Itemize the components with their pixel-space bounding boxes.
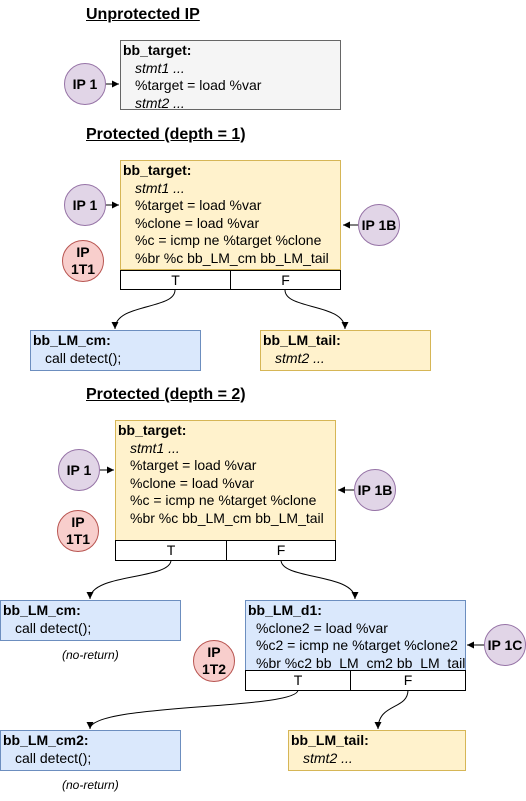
code-line: %c = icmp ne %target %clone: [135, 232, 322, 248]
code-line: %br %c bb_LM_cm bb_LM_tail: [135, 249, 329, 266]
edge-false-to-tail-d2: [374, 689, 409, 730]
false-branch-d1-block: F: [350, 670, 466, 691]
title-unprotected: Unprotected IP: [86, 6, 200, 23]
ip1b-node-d1: IP 1B: [358, 204, 400, 246]
code-line: stmt2 ...: [303, 749, 353, 766]
code-line: call detect();: [15, 619, 92, 636]
block-header: bb_target:: [123, 42, 192, 58]
code-line: %br %c2 bb_LM_cm2 bb_LM_tail: [256, 654, 466, 671]
code-line: %clone = load %var: [135, 214, 260, 231]
edge-false-to-tail-d1: [284, 289, 349, 330]
code-line: %target = load %var: [130, 457, 257, 473]
ip1c-node-d2: IP 1C: [484, 624, 526, 666]
code-line: stmt1 ...: [135, 179, 185, 196]
edge-true-to-cm2-d2: [86, 689, 299, 730]
false-branch-d2: F: [226, 540, 336, 561]
false-branch-d1: F: [230, 270, 341, 290]
code-line: stmt1 ...: [135, 59, 185, 76]
bb-target-unprotected: bb_target: stmt1 ... %target = load %var…: [120, 40, 341, 111]
ip1-node-d1: IP 1: [64, 184, 106, 226]
bb-lm-cm-d2: bb_LM_cm: call detect();: [0, 600, 181, 641]
ip1t1-node-d2: IP 1T1: [57, 510, 99, 552]
code-line: %br %c bb_LM_cm bb_LM_tail: [130, 509, 324, 526]
edge-true-to-cm-d1: [111, 289, 176, 330]
edge-true-to-cm-d2: [86, 559, 172, 600]
code-line: stmt2 ...: [135, 94, 185, 111]
block-header: bb_LM_tail:: [263, 332, 341, 348]
true-branch-d1: T: [120, 270, 231, 290]
edge-false-to-d1-d2: [280, 559, 359, 600]
code-line: %target = load %var: [135, 77, 262, 93]
no-return-note-cm2: (no-return): [62, 778, 119, 792]
code-line: %target = load %var: [135, 197, 262, 213]
code-line: stmt1 ...: [130, 439, 180, 456]
bb-lm-tail-d2: bb_LM_tail: stmt2 ...: [288, 730, 466, 771]
bb-target-d2: bb_target: stmt1 ... %target = load %var…: [115, 420, 336, 541]
ip1-node-unprotected: IP 1: [64, 63, 106, 105]
code-line: stmt2 ...: [275, 349, 325, 366]
bb-target-d1: bb_target: stmt1 ... %target = load %var…: [120, 160, 341, 270]
code-line: call detect();: [45, 349, 122, 366]
code-line: %c = icmp ne %target %clone: [130, 492, 317, 508]
title-depth-1: Protected (depth = 1): [86, 126, 246, 143]
block-header: bb_LM_d1:: [248, 602, 322, 618]
true-branch-d2: T: [115, 540, 227, 561]
no-return-note-cm: (no-return): [62, 648, 119, 662]
block-header: bb_LM_cm:: [33, 332, 111, 348]
code-line: call detect();: [15, 749, 92, 766]
ip1-node-d2: IP 1: [58, 449, 100, 491]
ip1b-node-d2: IP 1B: [354, 469, 396, 511]
block-header: bb_LM_tail:: [291, 732, 369, 748]
ip1t1-node-d1: IP 1T1: [62, 240, 104, 282]
title-depth-2: Protected (depth = 2): [86, 386, 246, 403]
block-header: bb_target:: [118, 422, 187, 438]
block-header: bb_LM_cm:: [3, 602, 81, 618]
true-branch-d1-block: T: [245, 670, 351, 691]
code-line: %clone = load %var: [130, 474, 255, 491]
code-line: %c2 = icmp ne %target %clone2: [256, 637, 458, 653]
bb-lm-tail-d1: bb_LM_tail: stmt2 ...: [260, 330, 431, 371]
bb-lm-cm2-d2: bb_LM_cm2: call detect();: [0, 730, 181, 771]
block-header: bb_LM_cm2:: [3, 732, 89, 748]
ip1t2-node-d2: IP 1T2: [193, 640, 235, 682]
block-header: bb_target:: [123, 162, 192, 178]
code-line: %clone2 = load %var: [256, 619, 388, 636]
bb-lm-d1-d2: bb_LM_d1: %clone2 = load %var %c2 = icmp…: [245, 600, 466, 671]
bb-lm-cm-d1: bb_LM_cm: call detect();: [30, 330, 201, 371]
